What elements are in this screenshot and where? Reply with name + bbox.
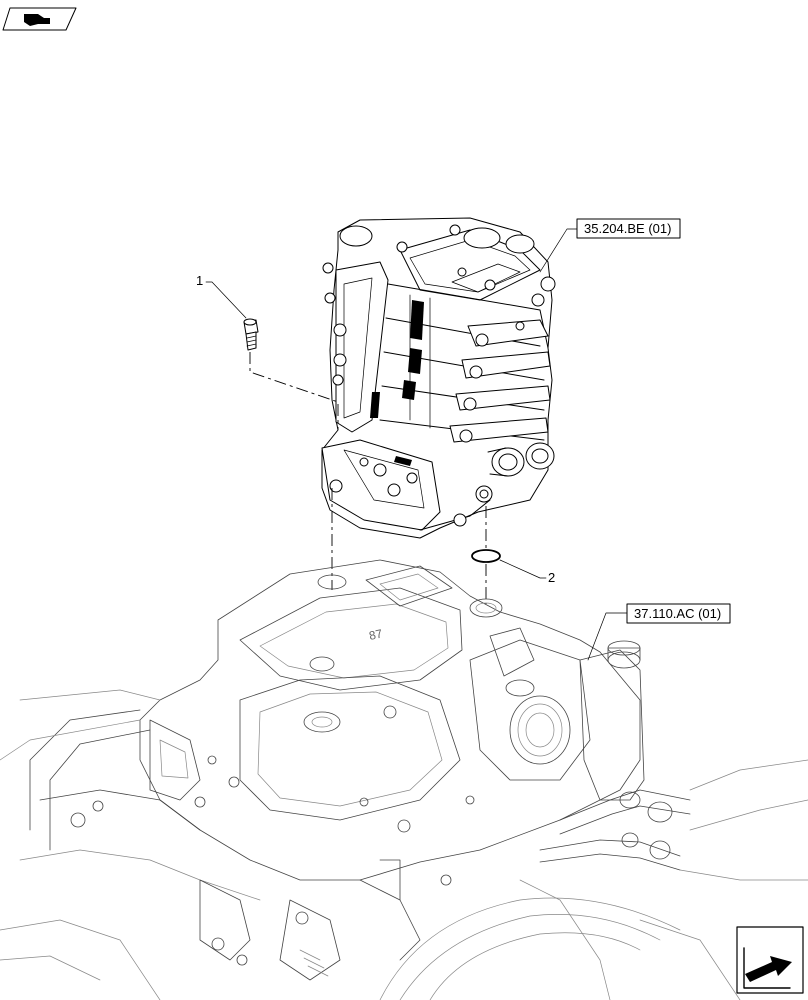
callout-1: 1	[196, 273, 247, 319]
reference-top-label[interactable]: 35.204.BE (01)	[584, 221, 671, 236]
reference-link-top[interactable]: 35.204.BE (01)	[539, 218, 681, 273]
assembly-centerlines	[249, 352, 487, 604]
o-ring-part	[471, 549, 501, 563]
valve-block-assembly	[321, 217, 556, 539]
reference-link-bottom[interactable]: 37.110.AC (01)	[587, 603, 731, 661]
casting-marking: 87	[368, 626, 384, 643]
next-page-arrow-icon[interactable]	[736, 926, 804, 994]
callout-2: 2	[499, 559, 555, 585]
callout-1-label: 1	[196, 273, 203, 288]
book-pointer-icon[interactable]	[2, 7, 77, 31]
reference-bottom-label[interactable]: 37.110.AC (01)	[634, 606, 721, 621]
axle-housing-assembly: 87	[0, 559, 808, 1000]
bolt-part	[243, 318, 259, 351]
callout-2-label: 2	[548, 570, 555, 585]
